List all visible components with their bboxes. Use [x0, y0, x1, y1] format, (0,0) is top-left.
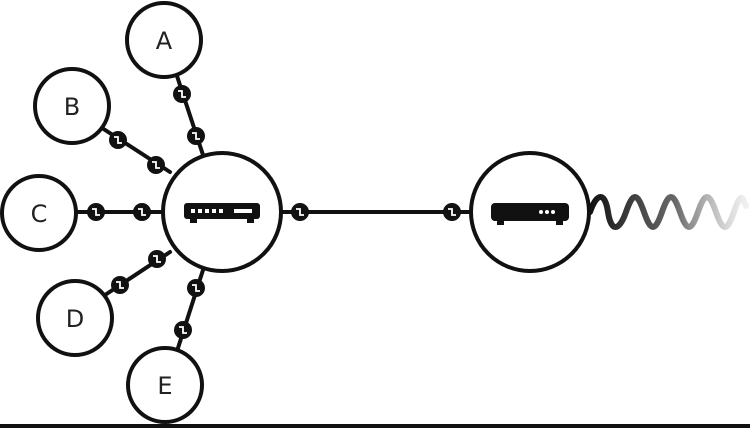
node-c-label: C	[31, 200, 48, 228]
node-c: C	[0, 174, 78, 252]
plug-icon	[86, 202, 106, 222]
switch-node	[161, 151, 283, 273]
node-d: D	[36, 279, 114, 357]
modem-node	[469, 151, 591, 273]
plug-icon	[146, 155, 166, 175]
plug-icon	[110, 275, 130, 295]
network-switch-icon	[184, 203, 260, 223]
plug-icon	[108, 130, 128, 150]
node-e: E	[126, 346, 204, 424]
node-a: A	[125, 1, 203, 79]
plug-icon	[147, 249, 167, 269]
plug-icon	[186, 278, 206, 298]
modem-icon	[491, 203, 569, 225]
node-b: B	[33, 67, 111, 145]
node-b-label: B	[64, 93, 80, 121]
plug-icon	[442, 202, 462, 222]
plug-icon	[132, 202, 152, 222]
node-e-label: E	[157, 372, 172, 400]
plug-icon	[186, 126, 206, 146]
node-a-label: A	[156, 27, 173, 55]
plug-icon	[172, 84, 192, 104]
plug-icon	[173, 320, 193, 340]
coiled-cable-icon	[587, 194, 749, 230]
node-d-label: D	[66, 305, 84, 333]
plug-icon	[290, 202, 310, 222]
bottom-divider	[0, 424, 750, 428]
